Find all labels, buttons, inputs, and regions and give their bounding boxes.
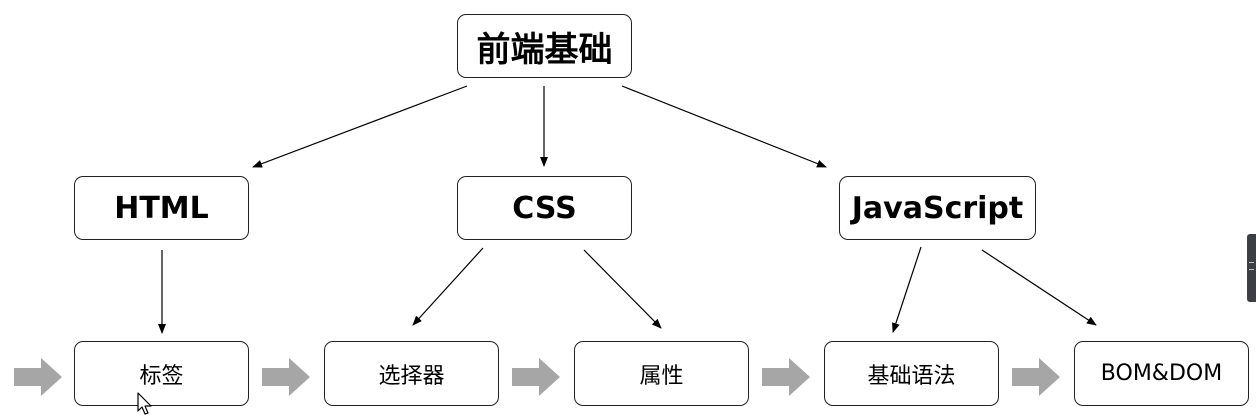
connector-root-javascript xyxy=(621,85,827,168)
connector-root-html xyxy=(252,85,468,168)
node-root: 前端基础 xyxy=(457,14,632,78)
node-properties: 属性 xyxy=(574,341,749,406)
node-basic-syntax-label: 基础语法 xyxy=(867,363,956,389)
node-css-label: CSS xyxy=(512,190,577,226)
node-javascript-label: JavaScript xyxy=(851,190,1024,226)
flow-arrow-icon xyxy=(512,358,560,396)
node-bom-dom-label: BOM&DOM xyxy=(1100,361,1223,386)
node-properties-label: 属性 xyxy=(639,363,684,389)
node-basic-syntax: 基础语法 xyxy=(824,341,999,406)
flow-arrow-icon xyxy=(1012,358,1060,396)
connector-css-selectors xyxy=(412,247,484,326)
flow-arrow-icon xyxy=(262,358,310,396)
node-html: HTML xyxy=(74,176,249,240)
node-selectors-label: 选择器 xyxy=(378,363,445,389)
node-tags-label: 标签 xyxy=(139,363,184,389)
sidebar-handle-icon xyxy=(1249,262,1254,270)
node-javascript: JavaScript xyxy=(839,176,1036,240)
mouse-pointer-icon xyxy=(137,392,152,415)
connector-js-syntax xyxy=(892,246,922,333)
node-tags: 标签 xyxy=(74,341,249,406)
sidebar-handle[interactable] xyxy=(1247,234,1256,302)
flow-arrow-icon xyxy=(762,358,810,396)
node-css: CSS xyxy=(457,176,632,240)
connector-css-properties xyxy=(583,249,662,329)
node-root-label: 前端基础 xyxy=(476,29,613,70)
connector-js-bom-dom xyxy=(981,249,1097,326)
node-selectors: 选择器 xyxy=(324,341,499,406)
node-bom-dom: BOM&DOM xyxy=(1074,341,1249,406)
flow-arrow-icon xyxy=(14,358,62,396)
node-html-label: HTML xyxy=(114,190,209,226)
